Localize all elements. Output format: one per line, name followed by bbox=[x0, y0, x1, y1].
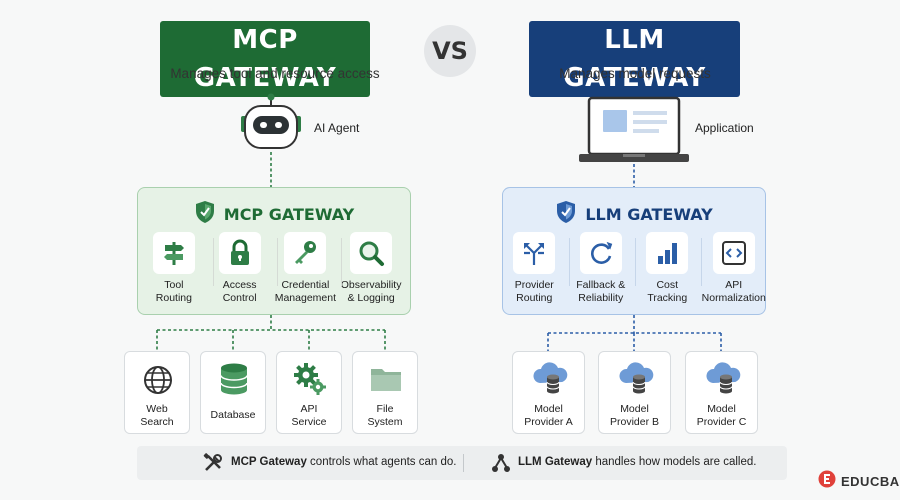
llm-feature-label: API Normalization bbox=[701, 279, 766, 304]
robot-icon bbox=[235, 92, 307, 154]
globe-icon bbox=[142, 364, 174, 401]
mcp-target-label: Database bbox=[210, 409, 256, 421]
mcp-target-file-system: File System bbox=[352, 351, 418, 434]
network-icon bbox=[491, 453, 511, 478]
footer-mcp-text: MCP Gateway controls what agents can do. bbox=[231, 456, 456, 468]
mcp-feature-label: Credential Management bbox=[274, 279, 337, 304]
cloud-database-icon bbox=[705, 361, 741, 402]
mcp-target-label: Web Search bbox=[140, 403, 174, 428]
educba-logo-text: EDUCBA bbox=[841, 474, 900, 489]
ai-agent-label: AI Agent bbox=[314, 121, 360, 135]
llm-feature-label: Cost Tracking bbox=[647, 279, 688, 304]
llm-feature-fallback: Fallback & Reliability bbox=[568, 232, 635, 305]
llm-feature-api-normalization: API Normalization bbox=[701, 232, 768, 305]
llm-subtitle: Manages model requests bbox=[559, 66, 711, 81]
llm-gateway-heading: LLM GATEWAY bbox=[503, 200, 765, 228]
gears-icon bbox=[293, 362, 327, 401]
shield-icon bbox=[194, 200, 216, 228]
footer-llm-text: LLM Gateway handles how models are calle… bbox=[518, 456, 756, 468]
mcp-target-label: File System bbox=[367, 403, 403, 428]
footer-mcp-rest: controls what agents can do. bbox=[306, 456, 457, 468]
mcp-feature-tool-routing: Tool Routing bbox=[141, 232, 207, 305]
database-icon bbox=[218, 362, 250, 401]
cloud-database-icon bbox=[618, 361, 654, 402]
llm-feature-provider-routing: Provider Routing bbox=[501, 232, 568, 305]
footer-llm-bold: LLM Gateway bbox=[518, 456, 593, 468]
mcp-gateway-heading: MCP GATEWAY bbox=[138, 200, 410, 228]
cloud-database-icon bbox=[532, 361, 568, 402]
llm-provider-c: Model Provider C bbox=[685, 351, 758, 434]
llm-provider-a: Model Provider A bbox=[512, 351, 585, 434]
folder-icon bbox=[369, 364, 403, 399]
magnifier-icon bbox=[350, 232, 393, 274]
mcp-features-row: Tool Routing Access Control bbox=[134, 232, 414, 305]
footer-bar: MCP Gateway controls what agents can do.… bbox=[137, 446, 787, 480]
bar-chart-icon bbox=[646, 232, 689, 274]
shield-icon bbox=[555, 200, 577, 228]
llm-provider-label: Model Provider C bbox=[696, 403, 747, 428]
mcp-target-api-service: API Service bbox=[276, 351, 342, 434]
mcp-target-database: Database bbox=[200, 351, 266, 434]
mcp-feature-access-control: Access Control bbox=[207, 232, 273, 305]
mcp-target-web-search: Web Search bbox=[124, 351, 190, 434]
llm-feature-label: Provider Routing bbox=[514, 279, 554, 304]
application-label: Application bbox=[695, 121, 754, 135]
mcp-feature-label: Access Control bbox=[222, 279, 257, 304]
mcp-target-label: API Service bbox=[291, 403, 327, 428]
routing-arrows-icon bbox=[513, 232, 556, 274]
mcp-feature-observability: Observability & Logging bbox=[338, 232, 404, 305]
mcp-gateway-box: MCP GATEWAY Tool Routing bbox=[137, 187, 411, 315]
llm-feature-cost-tracking: Cost Tracking bbox=[634, 232, 701, 305]
tools-icon bbox=[203, 453, 223, 478]
llm-provider-b: Model Provider B bbox=[598, 351, 671, 434]
mcp-feature-label: Tool Routing bbox=[155, 279, 192, 304]
refresh-icon bbox=[579, 232, 622, 274]
llm-gateway-heading-text: LLM GATEWAY bbox=[585, 204, 713, 224]
llm-title: LLM GATEWAY bbox=[529, 21, 740, 97]
mcp-feature-credential-management: Credential Management bbox=[273, 232, 339, 305]
key-icon bbox=[284, 232, 327, 274]
laptop-icon bbox=[577, 96, 691, 164]
educba-logo-icon bbox=[818, 470, 836, 493]
educba-logo: EDUCBA bbox=[818, 470, 900, 493]
llm-provider-label: Model Provider B bbox=[609, 403, 660, 428]
mcp-feature-label: Observability & Logging bbox=[340, 279, 402, 304]
lock-icon bbox=[218, 232, 261, 274]
llm-feature-label: Fallback & Reliability bbox=[576, 279, 626, 304]
mcp-title: MCP GATEWAY bbox=[160, 21, 370, 97]
code-brackets-icon bbox=[712, 232, 755, 274]
mcp-gateway-heading-text: MCP GATEWAY bbox=[223, 204, 355, 224]
footer-mcp-bold: MCP Gateway bbox=[231, 456, 307, 468]
footer-llm-rest: handles how models are called. bbox=[592, 456, 757, 468]
llm-gateway-box: LLM GATEWAY Provider Routing Fal bbox=[502, 187, 766, 315]
llm-features-row: Provider Routing Fallback & Reliability bbox=[501, 232, 769, 305]
llm-provider-label: Model Provider A bbox=[524, 403, 573, 428]
signpost-icon bbox=[152, 232, 195, 274]
mcp-subtitle: Manages tool and resource access bbox=[170, 66, 380, 81]
vs-badge: VS bbox=[424, 25, 476, 77]
footer-divider bbox=[463, 454, 464, 472]
